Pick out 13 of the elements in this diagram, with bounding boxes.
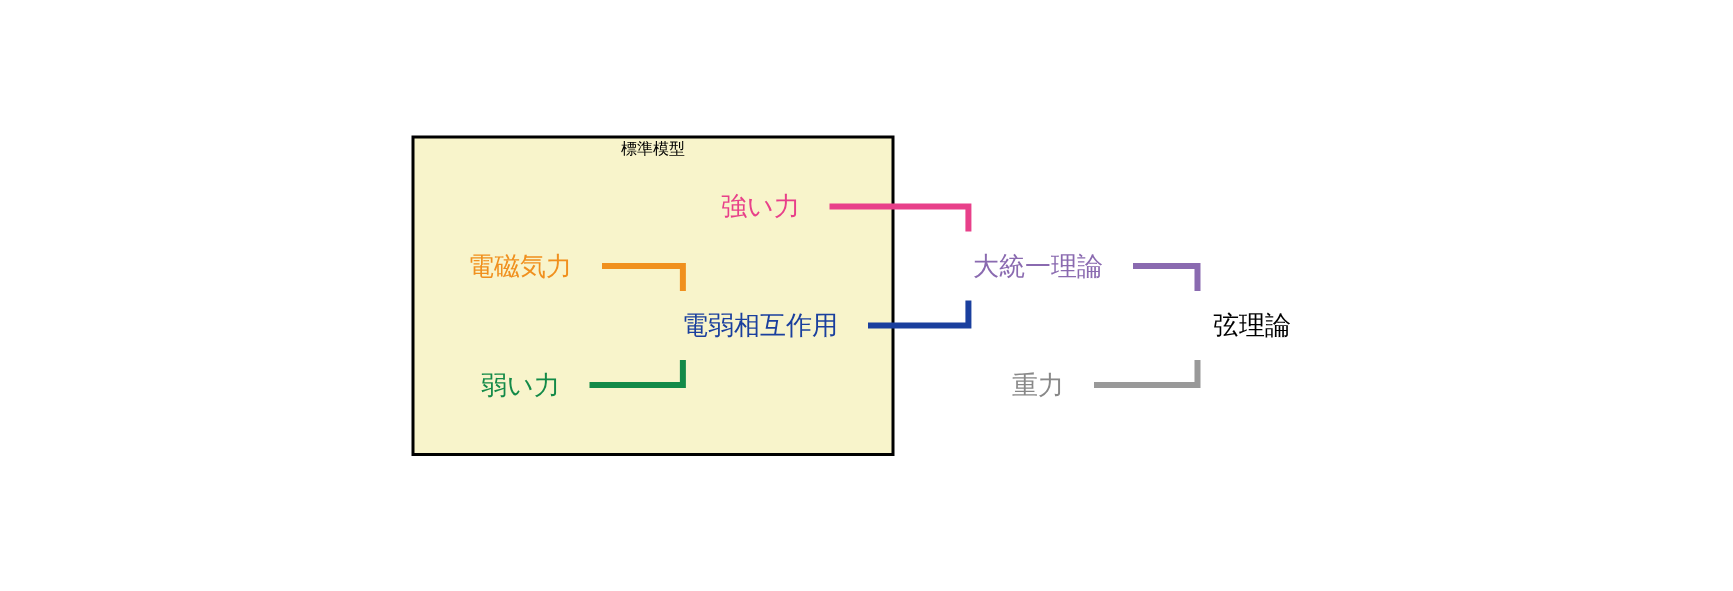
node-text: 電磁気力	[467, 250, 572, 281]
node-text: 弦理論	[1212, 309, 1291, 340]
node-text: 重力	[1011, 369, 1064, 400]
node-text: 電弱相互作用	[681, 309, 838, 340]
connector	[829, 203, 971, 232]
connector	[601, 262, 686, 291]
connector	[1093, 359, 1200, 388]
connector	[867, 300, 971, 329]
node-text: 強い力	[720, 190, 799, 221]
connector	[1132, 262, 1200, 291]
node-text: 弱い力	[480, 369, 559, 400]
connector	[589, 359, 686, 388]
node-text: 大統一理論	[972, 250, 1103, 281]
